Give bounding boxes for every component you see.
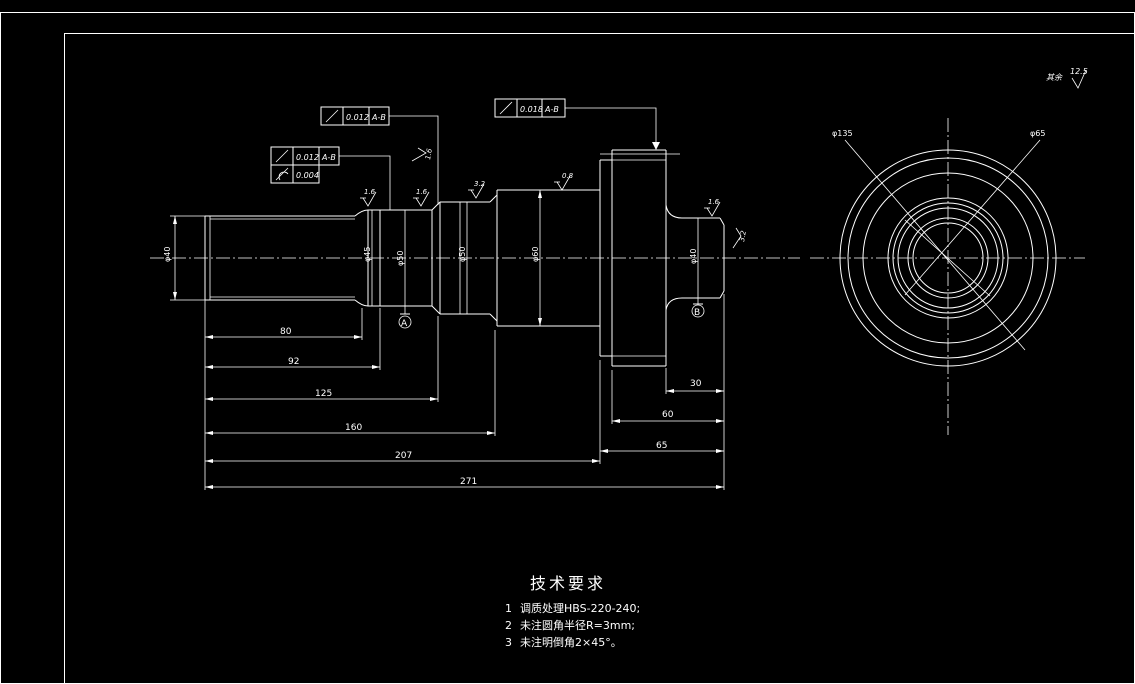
dia-2: φ45 — [363, 247, 372, 262]
dia-6: φ40 — [689, 249, 698, 264]
runout-icon-2 — [499, 101, 513, 115]
dia-side-a: φ135 — [832, 129, 853, 138]
svg-text:0.004: 0.004 — [296, 171, 319, 180]
side-view — [810, 118, 1085, 435]
surface-finish-other-label: 其余 — [1046, 73, 1063, 82]
datum-a: A — [398, 306, 412, 329]
svg-text:0.012: 0.012 — [296, 153, 319, 162]
dia-1: φ40 — [163, 247, 172, 262]
dimension-lines — [170, 190, 725, 490]
shaft-outline — [204, 149, 725, 367]
svg-text:A-B: A-B — [321, 153, 336, 162]
dim-60: 60 — [662, 410, 674, 420]
svg-text:A-B: A-B — [371, 113, 386, 122]
tolerance-frame-2: 0.018 A-B — [494, 98, 657, 142]
datum-b: B — [691, 298, 705, 318]
diameter-labels: φ40 φ45 φ50 φ50 φ60 φ40 φ135 φ65 — [163, 129, 1045, 266]
arrow-heads — [173, 142, 724, 489]
tolerance-frame-3: 0.012 A-B 0.004 — [270, 146, 391, 210]
dim-271: 271 — [460, 477, 477, 487]
svg-text:1.6: 1.6 — [424, 147, 434, 160]
dim-80: 80 — [280, 327, 292, 337]
dia-5: φ60 — [531, 247, 540, 262]
dim-92: 92 — [288, 357, 299, 367]
dim-125: 125 — [315, 389, 332, 399]
svg-text:0.018: 0.018 — [520, 105, 543, 114]
dim-65: 65 — [656, 441, 667, 451]
svg-text:3.2: 3.2 — [474, 180, 486, 188]
tolerance-frame-1: 0.012 A-B — [320, 106, 439, 205]
dia-3: φ50 — [396, 251, 405, 266]
runout-icon-3 — [275, 149, 289, 163]
surface-finish-symbols — [360, 69, 1087, 249]
dia-side-b: φ65 — [1030, 129, 1045, 138]
dia-4: φ50 — [458, 247, 467, 262]
dim-160: 160 — [345, 423, 362, 433]
svg-text:1.6: 1.6 — [416, 188, 428, 196]
svg-text:B: B — [694, 308, 700, 318]
surface-finish-other-value: 12.5 — [1070, 67, 1088, 76]
svg-text:1.6: 1.6 — [708, 198, 720, 206]
dim-30: 30 — [690, 379, 702, 389]
cylindricity-icon — [275, 167, 289, 181]
svg-text:A: A — [401, 319, 408, 329]
svg-text:1.6: 1.6 — [364, 188, 376, 196]
runout-icon — [325, 109, 339, 123]
svg-text:0.012: 0.012 — [346, 113, 369, 122]
svg-text:3.2: 3.2 — [738, 229, 748, 242]
dimension-labels: 80 92 125 160 207 271 30 60 65 — [280, 327, 702, 487]
notes-title: 技术要求 — [530, 574, 607, 593]
svg-text:0.8: 0.8 — [562, 172, 574, 180]
dim-207: 207 — [395, 451, 412, 461]
thread-lines — [209, 153, 680, 357]
svg-text:A-B: A-B — [544, 105, 559, 114]
surface-finish-values: 1.6 1.6 3.2 0.8 1.6 1.6 3.2 其余 12.5 — [364, 67, 1088, 242]
